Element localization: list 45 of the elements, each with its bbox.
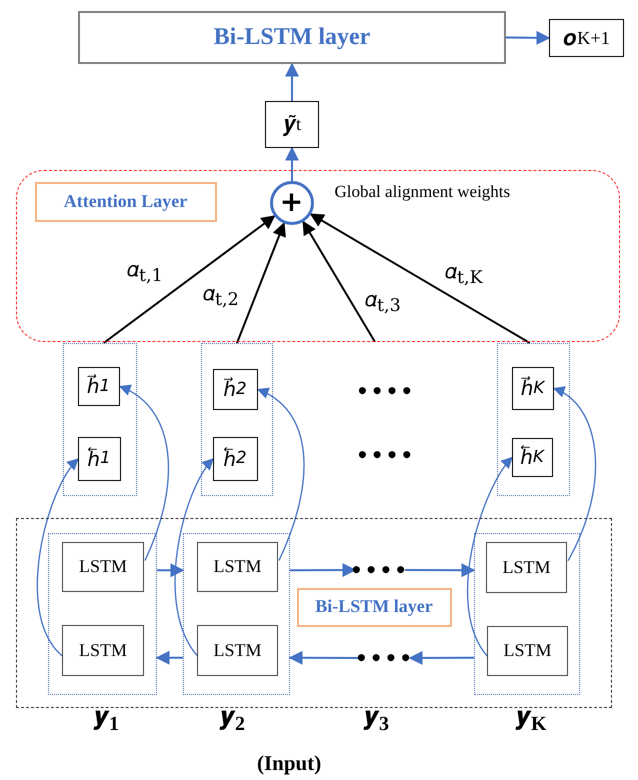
sum-circle: +: [270, 180, 314, 224]
lstm-column: [474, 532, 580, 694]
input-label: 𝒚$_{1}$: [94, 704, 119, 735]
arrow: [256, 388, 305, 561]
input-label: 𝒚$_{2}$: [220, 704, 245, 735]
lstm-cell-box: LSTM: [197, 625, 278, 676]
input-label: 𝒚$_{3}$: [364, 704, 389, 735]
arrow: [285, 146, 299, 181]
lstm-cell-box: LSTM: [62, 542, 144, 592]
arrow: [157, 563, 184, 578]
layer-label-box: Bi-LSTM layer: [296, 588, 452, 626]
ellipsis-dots: ••••: [360, 646, 410, 670]
arrow: [408, 650, 474, 665]
arrow: [405, 563, 476, 578]
caption-text: (Input): [257, 752, 322, 776]
arrow: [466, 456, 513, 658]
hidden-state-group: [63, 343, 137, 496]
ellipsis-dots: ••••: [354, 558, 404, 582]
annotation-text: Global alignment weights: [334, 182, 510, 202]
layer-label-box: Attention Layer: [34, 182, 216, 222]
arrow: [288, 650, 360, 665]
lstm-cell-box: LSTM: [486, 542, 567, 593]
input-label: 𝒚$_{K}$: [516, 704, 547, 735]
arrow: [552, 388, 596, 562]
lstm-cell-box: LSTM: [197, 542, 278, 592]
arrow: [310, 213, 530, 344]
arrow: [285, 62, 299, 101]
lstm-column: [48, 532, 156, 694]
hidden-state-group: [497, 343, 570, 496]
layer-box: Bi-LSTM layer: [78, 11, 506, 64]
bilstm-region: [16, 518, 612, 708]
arrow: [36, 458, 79, 658]
lstm-column: [182, 532, 290, 694]
lstm-cell-box: LSTM: [62, 625, 144, 676]
arrow: [156, 650, 183, 665]
arrow: [302, 220, 376, 343]
arrow: [236, 222, 286, 344]
arrow: [103, 215, 276, 344]
arrow: [118, 386, 170, 561]
ellipsis-dots: ••••: [356, 444, 416, 466]
ellipsis-dots: ••••: [356, 380, 416, 402]
arrow: [506, 30, 550, 45]
arrow: [174, 458, 214, 657]
lstm-cell-box: LSTM: [487, 626, 568, 676]
hidden-state-group: [201, 343, 273, 496]
